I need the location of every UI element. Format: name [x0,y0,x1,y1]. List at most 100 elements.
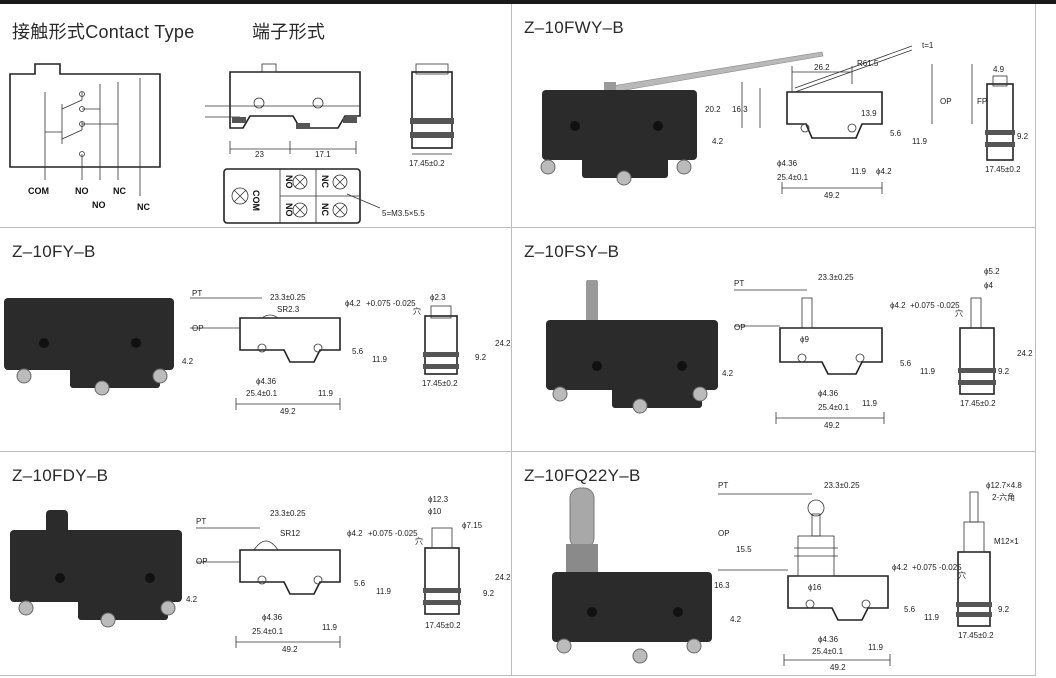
side-w3: ϕ7.15 [462,521,483,530]
dim-pitch: 25.4±0.1 [252,627,284,636]
side-h1: 24.2 [495,339,511,348]
dim-pitch: 25.4±0.1 [812,647,844,656]
contact-terminal-drawing: COM NO NC NO NC 23 17.1 [9,63,454,224]
model-drawing-fy: PT OP 23.3±0.25 SR2.3 ϕ4.2 +0.075 -0.025… [4,289,511,416]
dim-pt: PT [192,289,202,298]
thread-dim: M12×1 [994,537,1019,546]
contact-type-title: 接触形式Contact Type [12,22,195,42]
dim-pin: ϕ4.36 [262,613,283,622]
dim-hl: 4.2 [182,357,194,366]
dim-r: R61.5 [857,59,879,68]
dim-pin: ϕ4.36 [818,635,839,644]
side-w1: ϕ5.2 [984,267,1000,276]
side-b: 17.45±0.2 [985,165,1021,174]
side-b: 17.45±0.2 [422,379,458,388]
dim-pt: PT [196,517,206,526]
side-w: 4.9 [993,65,1005,74]
dim-sr: SR2.3 [277,305,300,314]
model-title: Z–10FQ22Y–B [524,466,641,485]
contact-schematic: COM NO NC NO NC [9,63,161,212]
plate-no-top: NO [284,175,294,189]
model-title: Z–10FDY–B [12,466,109,485]
dim-23: 23.3±0.25 [270,293,306,302]
nc-label: NC [113,186,126,196]
dim-23: 23.3±0.25 [824,481,860,490]
dim-13: 13.9 [861,109,877,118]
dim-hole: ϕ4.2 [892,563,908,572]
com-label: COM [28,186,49,196]
dimension-side-view: ϕ2.3 24.2 9.2 17.45±0.2 [422,293,511,388]
dim-16: 16.3 [732,105,748,114]
dim-len: 49.2 [830,663,846,672]
model-drawing-fq22y: PT OP 23.3±0.25 15.5 16.3 ϕ4.2 +0.075 -0… [552,481,1022,672]
dim-suffix: 穴 [958,570,966,580]
side-h: 9.2 [1017,132,1029,141]
no-label: NO [75,186,89,196]
side-b: 17.45±0.2 [960,399,996,408]
model-cell-fdy: Z–10FDY–B PT OP 23.3±0.25 SR12 [0,452,512,676]
terminal-side-width: 17.45±0.2 [409,159,445,168]
dimension-side-view: ϕ12.7×4.8 2-六角 M12×1 9.2 17.45±0.2 [956,481,1022,640]
switch-photo [4,298,174,396]
terminal-dim-23: 23 [255,150,264,159]
dim-len: 49.2 [280,407,296,416]
dim-plunger: ϕ9 [800,335,809,344]
dim-suffix: 穴 [955,308,963,318]
dim-op: OP [734,323,746,332]
model-drawing-fdy: PT OP 23.3±0.25 SR12 ϕ4.2 +0.075 -0.025 … [10,495,511,654]
dimension-side-view: 4.9 9.2 17.45±0.2 [985,65,1029,174]
dim-fp: FP [977,97,987,106]
dim-hl: 4.2 [186,595,198,604]
dim-16: 16.3 [714,581,730,590]
dimension-front-view: PT OP 23.3±0.25 SR12 ϕ4.2 +0.075 -0.025 … [186,509,423,654]
side-h2: 9.2 [998,367,1010,376]
dimension-front-view: PT OP 23.3±0.25 SR2.3 ϕ4.2 +0.075 -0.025… [182,289,421,416]
side-h2: 9.2 [475,353,487,362]
dim-tol: +0.075 -0.025 [366,299,416,308]
dim-op: OP [940,97,952,106]
top-bar [0,0,1056,4]
dim-11: 11.9 [372,355,388,364]
dimension-side-view: ϕ12.3 ϕ10 ϕ7.15 24.2 9.2 17.45±0.2 [423,495,511,630]
dim-23: 23.3±0.25 [270,509,306,518]
dim-op: OP [718,529,730,538]
dim-20: 20.2 [705,105,721,114]
plate-nc-top: NC [320,175,330,188]
plate-com: COM [251,190,261,211]
side-w2: ϕ10 [428,507,442,516]
dim-hole: ϕ4.2 [890,301,906,310]
dim-hole: ϕ4.2 [345,299,361,308]
side-h1: 24.2 [495,573,511,582]
switch-photo [10,510,182,628]
dim-11: 11.9 [924,613,940,622]
roller-note: 2-六角 [992,492,1015,502]
dim-hole2: ϕ4.2 [876,167,892,176]
side-h2: 9.2 [483,589,495,598]
dim-5: 5.6 [352,347,364,356]
dimension-front-view: 26.2 R61.5 t=1 20.2 16.3 13.9 5.6 11.9 O… [705,41,987,200]
dim-5: 5.6 [354,579,366,588]
side-h2: 9.2 [998,605,1010,614]
switch-photo [552,487,712,664]
dim-small: 11.9 [851,167,867,176]
model-title: Z–10FY–B [12,242,96,261]
dim-5: 5.6 [890,129,902,138]
dim-hole: 4.2 [712,137,724,146]
contact-type-cell: 接触形式Contact Type 端子形式 COM NO NC NO NC [0,4,512,228]
dim-sr: SR12 [280,529,301,538]
dim-len: 49.2 [824,421,840,430]
switch-photo [546,280,718,414]
dim-op: OP [196,557,208,566]
side-w1: ϕ12.3 [428,495,449,504]
model-cell-fwy: Z–10FWY–B 26.2 R61.5 t=1 [512,4,1036,228]
dim-11: 11.9 [912,137,928,146]
dim-suffix: 穴 [415,536,423,546]
switch-photo [540,51,824,186]
dim-len: 49.2 [282,645,298,654]
dim-small: 11.9 [322,623,338,632]
screw-note: 5=M3.5×5.5 [382,209,425,218]
model-drawing-fwy: 26.2 R61.5 t=1 20.2 16.3 13.9 5.6 11.9 O… [540,41,1029,200]
terminal-type-title: 端子形式 [252,22,326,42]
model-title: Z–10FSY–B [524,242,620,261]
